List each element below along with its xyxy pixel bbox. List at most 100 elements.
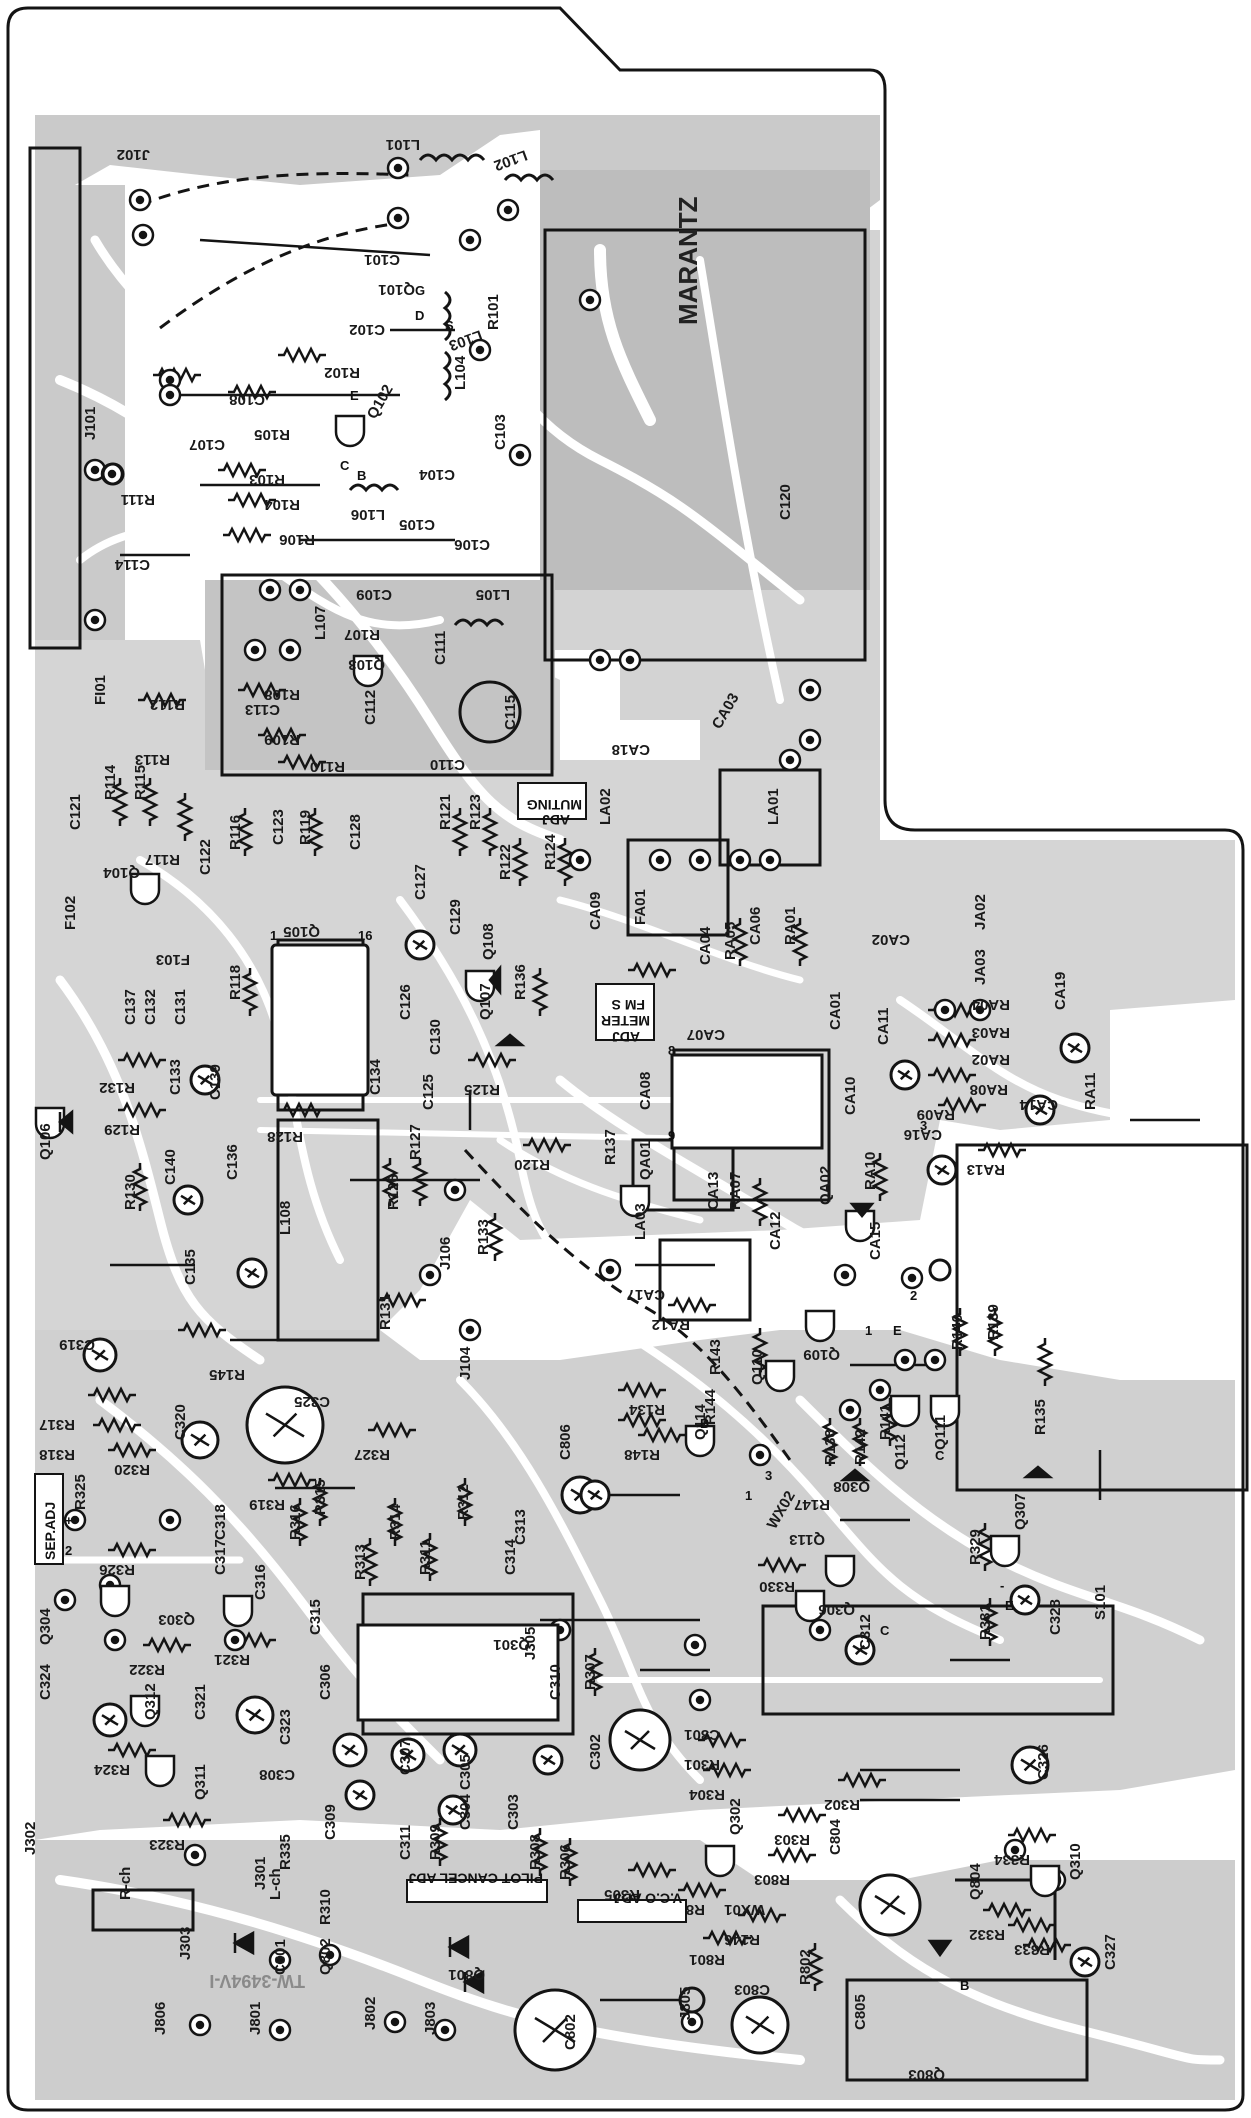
resistor-zigzag <box>108 1541 156 1559</box>
component-label-j803: J803 <box>422 2002 439 2035</box>
component-label-la01: LA01 <box>765 788 782 825</box>
resistor-zigzag <box>228 491 276 509</box>
component-label-q310: Q310 <box>1067 1843 1084 1880</box>
resistor-zigzag <box>118 1101 166 1119</box>
component-label-ra09: RA09 <box>917 1106 955 1123</box>
component-label-ca17: CA17 <box>627 1286 665 1303</box>
component-label-ca12: CA12 <box>767 1212 784 1250</box>
component-label-f102: F102 <box>62 896 79 930</box>
pad-hole <box>450 1185 460 1195</box>
pilot-cancel-adj-label: PILOT CANCEL ADJ <box>408 1871 543 1887</box>
component-label-q112: Q112 <box>892 1434 909 1470</box>
pin-mark: 3 <box>920 1118 927 1133</box>
component-label-ra03: RA03 <box>972 1024 1010 1041</box>
component-label-c131: C131 <box>172 989 189 1025</box>
resistor-zigzag <box>586 1648 604 1696</box>
component-label-r112: R112 <box>150 696 185 713</box>
pad-hole <box>90 615 100 625</box>
component-label-c805: C805 <box>852 1994 869 2030</box>
component-label-c103: C103 <box>492 414 509 450</box>
component-label-f103: F103 <box>156 951 190 968</box>
component-label-ra12: RA12 <box>652 1316 690 1333</box>
resistor-zigzag <box>238 681 286 699</box>
resistor-zigzag <box>703 1761 751 1779</box>
resistor-zigzag <box>108 1741 156 1759</box>
coil-symbols <box>348 153 555 628</box>
component-label-c107: C107 <box>189 436 225 453</box>
resistor-zigzag <box>556 838 574 886</box>
component-label-c318: C318 <box>212 1504 229 1540</box>
resistor-zigzag <box>871 1153 889 1201</box>
transistor-outline <box>334 414 366 448</box>
component-label-j302: J302 <box>22 1822 39 1855</box>
resistor-zigzag <box>381 1158 399 1206</box>
pad-hole <box>940 1005 950 1015</box>
pad-hole <box>190 1850 200 1860</box>
transistor-outline <box>684 1424 716 1458</box>
component-label-c135: C135 <box>182 1249 199 1285</box>
transistor-outline <box>844 1209 876 1243</box>
resistor-zigzag <box>278 753 326 771</box>
resistor-zigzag <box>838 1771 886 1789</box>
pad-hole <box>165 390 175 400</box>
component-label-c305: C305 <box>457 1754 474 1790</box>
resistor-zigzag <box>111 778 129 826</box>
capacitor-polarity-mark <box>1020 1758 1040 1772</box>
component-label-r144: R144 <box>702 1388 719 1425</box>
pin-mark: C <box>880 1623 890 1638</box>
adjust-boxes: MUTING ADJ FM S METER ADJ SEP.ADJ PILOT … <box>34 782 687 1923</box>
resistor-zigzag <box>141 778 159 826</box>
resistor-zigzag <box>976 1523 994 1571</box>
pin-mark: 8 <box>668 1043 675 1058</box>
pad-hole <box>165 1515 175 1525</box>
pin-mark: B <box>960 1978 969 1993</box>
pad-hole <box>393 163 403 173</box>
transistor-outline <box>144 1754 176 1788</box>
pad-hole <box>515 450 525 460</box>
resistor-zigzag <box>751 1178 769 1226</box>
transistor-outline <box>824 1554 856 1588</box>
resistor-zigzag <box>386 1498 404 1546</box>
component-label-ja02: JA02 <box>972 894 989 930</box>
resistor-zigzag <box>486 1213 504 1261</box>
component-label-r135: R135 <box>1032 1399 1049 1435</box>
component-label-q312: Q312 <box>142 1683 159 1720</box>
component-label-r122: R122 <box>497 844 514 880</box>
pad-hole <box>503 205 513 215</box>
component-label-c108: C108 <box>229 391 265 408</box>
pad-hole <box>475 345 485 355</box>
pad-hole <box>110 1635 120 1645</box>
component-label-j305: J305 <box>522 1627 539 1660</box>
resistor-zigzag <box>278 346 326 364</box>
component-label-ca10: CA10 <box>842 1077 859 1115</box>
component-label-ca15: CA15 <box>867 1222 884 1260</box>
component-label-r105: R105 <box>254 426 290 443</box>
capacitor-polarity-mark <box>451 1744 469 1756</box>
resistor-zigzag <box>368 1421 416 1439</box>
component-label-r137: R137 <box>602 1129 619 1165</box>
component-label-c139: C139 <box>207 1064 224 1100</box>
resistor-zigzag <box>1036 1338 1054 1386</box>
resistor-zigzag <box>981 1598 999 1646</box>
component-label-c133: C133 <box>167 1059 184 1095</box>
component-label-wx01: WX01 <box>724 1901 765 1918</box>
component-label-r325: R325 <box>72 1474 89 1510</box>
component-label-c111: C111 <box>432 631 449 665</box>
component-label-c115: C115 <box>502 695 519 730</box>
capacitor-polarity-mark <box>1032 1104 1048 1116</box>
fm-meter-adj-label-3: ADJ <box>612 1029 640 1045</box>
resistor-zigzag <box>108 1441 156 1459</box>
component-label-c130: C130 <box>427 1019 444 1055</box>
component-label-r802: R802 <box>797 1949 814 1985</box>
capacitor-polarity-mark <box>412 939 428 951</box>
pin-mark: E <box>350 388 359 403</box>
component-label-r106: R106 <box>279 531 315 548</box>
component-label-c105: C105 <box>399 516 435 533</box>
diode-symbols <box>58 964 1054 1995</box>
pad-hole <box>70 1515 80 1525</box>
resistor-zigzag <box>421 1533 439 1581</box>
component-label-r330: R330 <box>759 1578 795 1595</box>
component-label-l105: L105 <box>476 586 510 603</box>
component-label-r126: R126 <box>385 1174 402 1210</box>
capacitor-polarity-mark <box>197 1074 213 1086</box>
